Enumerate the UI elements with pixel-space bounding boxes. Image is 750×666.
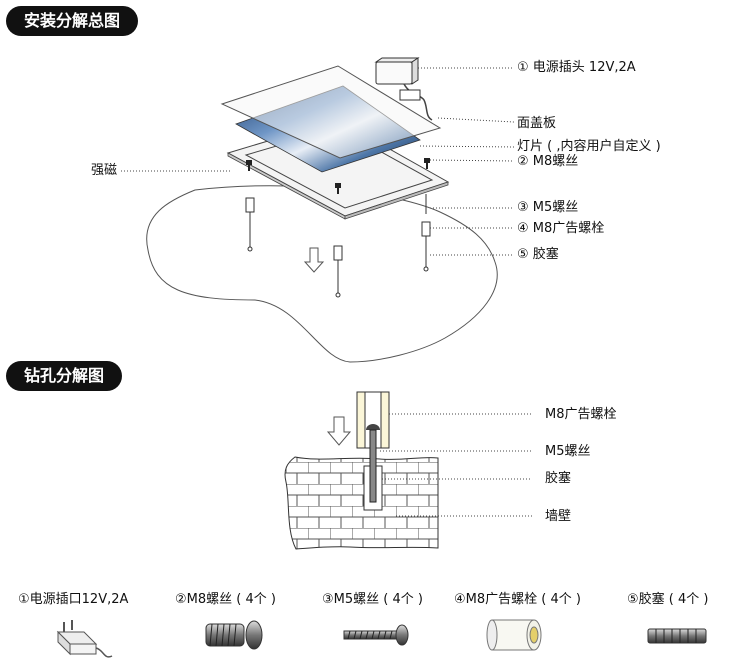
wall-outline — [146, 185, 498, 363]
wall-plug-icon — [647, 628, 707, 644]
label-wall-plug: ⑤ 胶塞 — [517, 247, 559, 262]
label-power-plug: ① 电源插头 12V,2A — [517, 60, 636, 75]
m8-screws — [246, 158, 430, 194]
label-m8-bolt: ④ M8广告螺栓 — [517, 221, 605, 236]
drill-label-wall: 墙壁 — [545, 509, 572, 524]
cover-plate — [220, 65, 442, 159]
part-caption-m8-bolt: ④M8广告螺栓 ( 4个 ) — [454, 592, 581, 607]
label-magnet: 强磁 — [91, 163, 118, 178]
drill-label-m8-bolt: M8广告螺栓 — [545, 407, 617, 422]
drill-label-m5-screw: M5螺丝 — [545, 444, 591, 459]
part-caption-power: ①电源插口12V,2A — [18, 592, 129, 607]
bolts-and-plugs — [245, 194, 431, 298]
part-caption-wall-plug: ⑤胶塞 ( 4个 ) — [627, 592, 709, 607]
m8-bolt-icon — [486, 619, 542, 651]
drill-down-arrow — [326, 416, 352, 446]
label-light-film: 灯片 ( ,内容用户自定义 ) — [517, 139, 661, 154]
label-m8-screw: ② M8螺丝 — [517, 154, 579, 169]
part-caption-m5-screw: ③M5螺丝 ( 4个 ) — [322, 592, 423, 607]
brick-wall — [284, 456, 439, 550]
down-arrow — [303, 247, 325, 273]
label-cover-plate: 面盖板 — [517, 116, 557, 131]
m8-screw-icon — [205, 620, 263, 650]
power-adapter-icon — [56, 620, 113, 658]
m5-screw-section — [366, 424, 380, 503]
m5-screw-icon — [343, 624, 409, 646]
drill-label-wall-plug: 胶塞 — [545, 471, 572, 486]
power-adapter — [374, 57, 433, 121]
label-m5-screw: ③ M5螺丝 — [517, 200, 579, 215]
part-caption-m8-screw: ②M8螺丝 ( 4个 ) — [175, 592, 276, 607]
drill-section-title: 钻孔分解图 — [6, 361, 123, 391]
install-section-title: 安装分解总图 — [6, 6, 139, 36]
